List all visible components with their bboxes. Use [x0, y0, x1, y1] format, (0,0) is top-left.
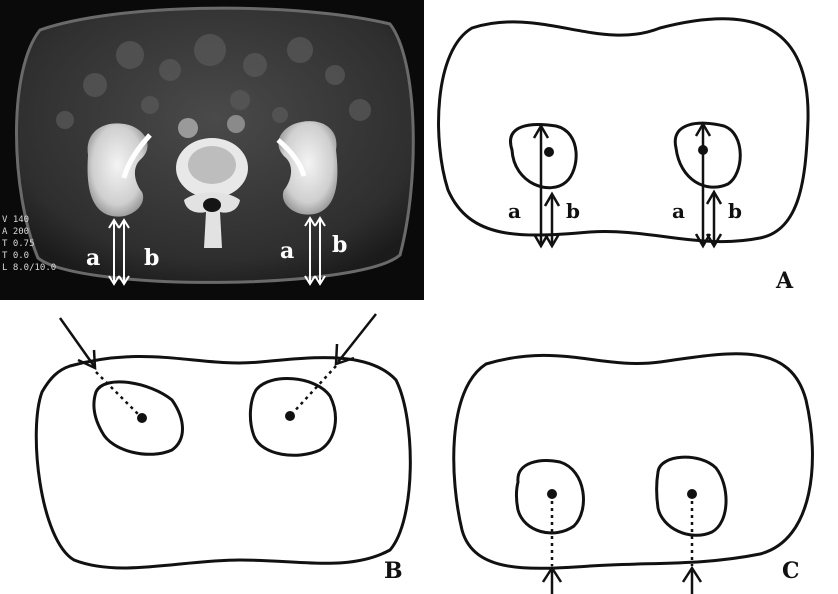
panel-b-path-left [96, 372, 142, 418]
panel-a-letter: A [775, 268, 794, 294]
ct-ivc [227, 115, 245, 133]
ct-scan-panel: a b a b V 140 A 200 T 0.75 T 0.0 L 8.0/1… [0, 0, 424, 300]
panel-c [454, 354, 813, 594]
panel-b-path-right [290, 366, 336, 416]
panel-c-arrow-right [683, 568, 701, 594]
panel-a-label-b-left: b [566, 199, 580, 223]
panel-a-hilum-left [544, 147, 554, 157]
panel-a-label-a-left: a [508, 199, 521, 223]
ct-label-b-right: b [332, 232, 347, 258]
panel-a-kidney-left [511, 125, 577, 188]
panel-b-arrow-right [336, 314, 376, 364]
panel-b-hilum-right [285, 411, 295, 421]
panel-c-letter: C [782, 558, 800, 584]
ct-aorta [178, 118, 198, 138]
ct-label-b-left: b [144, 245, 159, 271]
ct-meta-line-5: L 8.0/10.0 [2, 263, 56, 273]
ct-meta-line-2: A 200 [2, 227, 29, 237]
panel-a-label-a-right: a [672, 199, 685, 223]
panel-b-arrow-left [60, 318, 95, 368]
ct-spinal-canal [203, 198, 221, 212]
panel-a-label-b-right: b [728, 199, 742, 223]
ct-meta-line-3: T 0.75 [2, 239, 35, 249]
panel-b-letter: B [384, 558, 403, 584]
ct-meta-line-1: V 140 [2, 215, 29, 225]
panel-c-body-outline [454, 354, 813, 569]
panel-b-body-outline [36, 357, 410, 568]
ct-label-a-right: a [280, 238, 294, 264]
panel-b [36, 314, 410, 568]
panel-a-body-outline [439, 19, 809, 242]
panel-a [439, 19, 809, 246]
ct-label-a-left: a [86, 245, 100, 271]
ct-meta-line-4: T 0.0 [2, 251, 29, 261]
panel-c-arrow-left [543, 568, 561, 594]
ct-vertebral-inner [188, 146, 236, 184]
